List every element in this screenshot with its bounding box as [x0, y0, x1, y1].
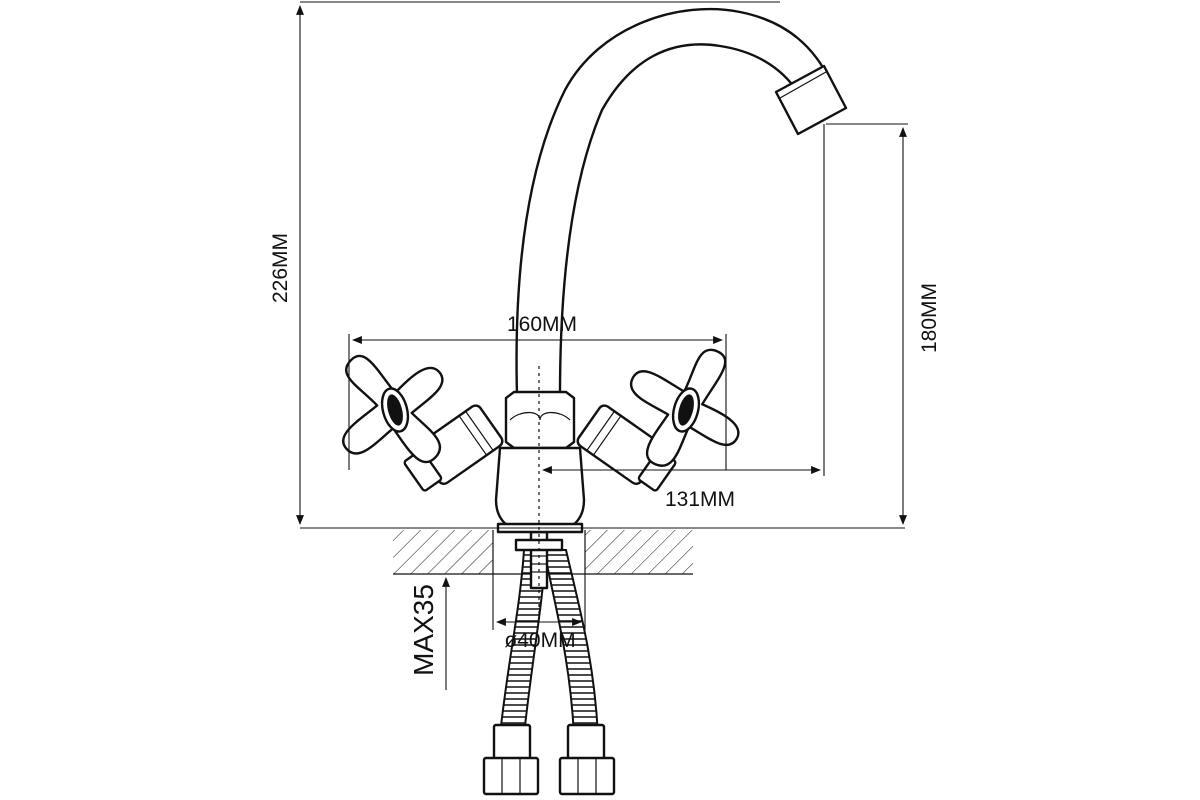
- dimension-label-total-height: 226MM: [269, 233, 292, 303]
- dimension-label-spout-height: 180MM: [918, 283, 941, 353]
- left-valve: [342, 354, 504, 492]
- dimension-label-max-thickness: MAX35: [408, 584, 439, 676]
- right-valve: [576, 348, 740, 492]
- spout-aerator: [774, 64, 848, 136]
- hose-nut-right: [558, 756, 616, 796]
- dimension-label-spout-reach: 131MM: [665, 488, 735, 511]
- faucet-body: [494, 390, 586, 534]
- right-cross-handle: [629, 348, 740, 467]
- dimension-max-thickness: MAX35: [408, 577, 450, 690]
- dimension-mount-hole: ø40MM: [492, 574, 586, 652]
- hose-nut-left: [482, 756, 540, 796]
- dimension-handle-span: 160MM: [348, 313, 727, 470]
- dimension-total-height: 226MM: [269, 1, 905, 529]
- left-cross-handle: [342, 354, 444, 464]
- dimension-spout-reach: 131MM: [542, 124, 825, 511]
- dimension-label-handle-span: 160MM: [507, 313, 577, 336]
- supply-hoses: [482, 549, 616, 796]
- dimension-spout-height: 180MM: [826, 123, 941, 525]
- spout: [515, 7, 848, 397]
- dimension-label-mount-hole: ø40MM: [504, 629, 575, 652]
